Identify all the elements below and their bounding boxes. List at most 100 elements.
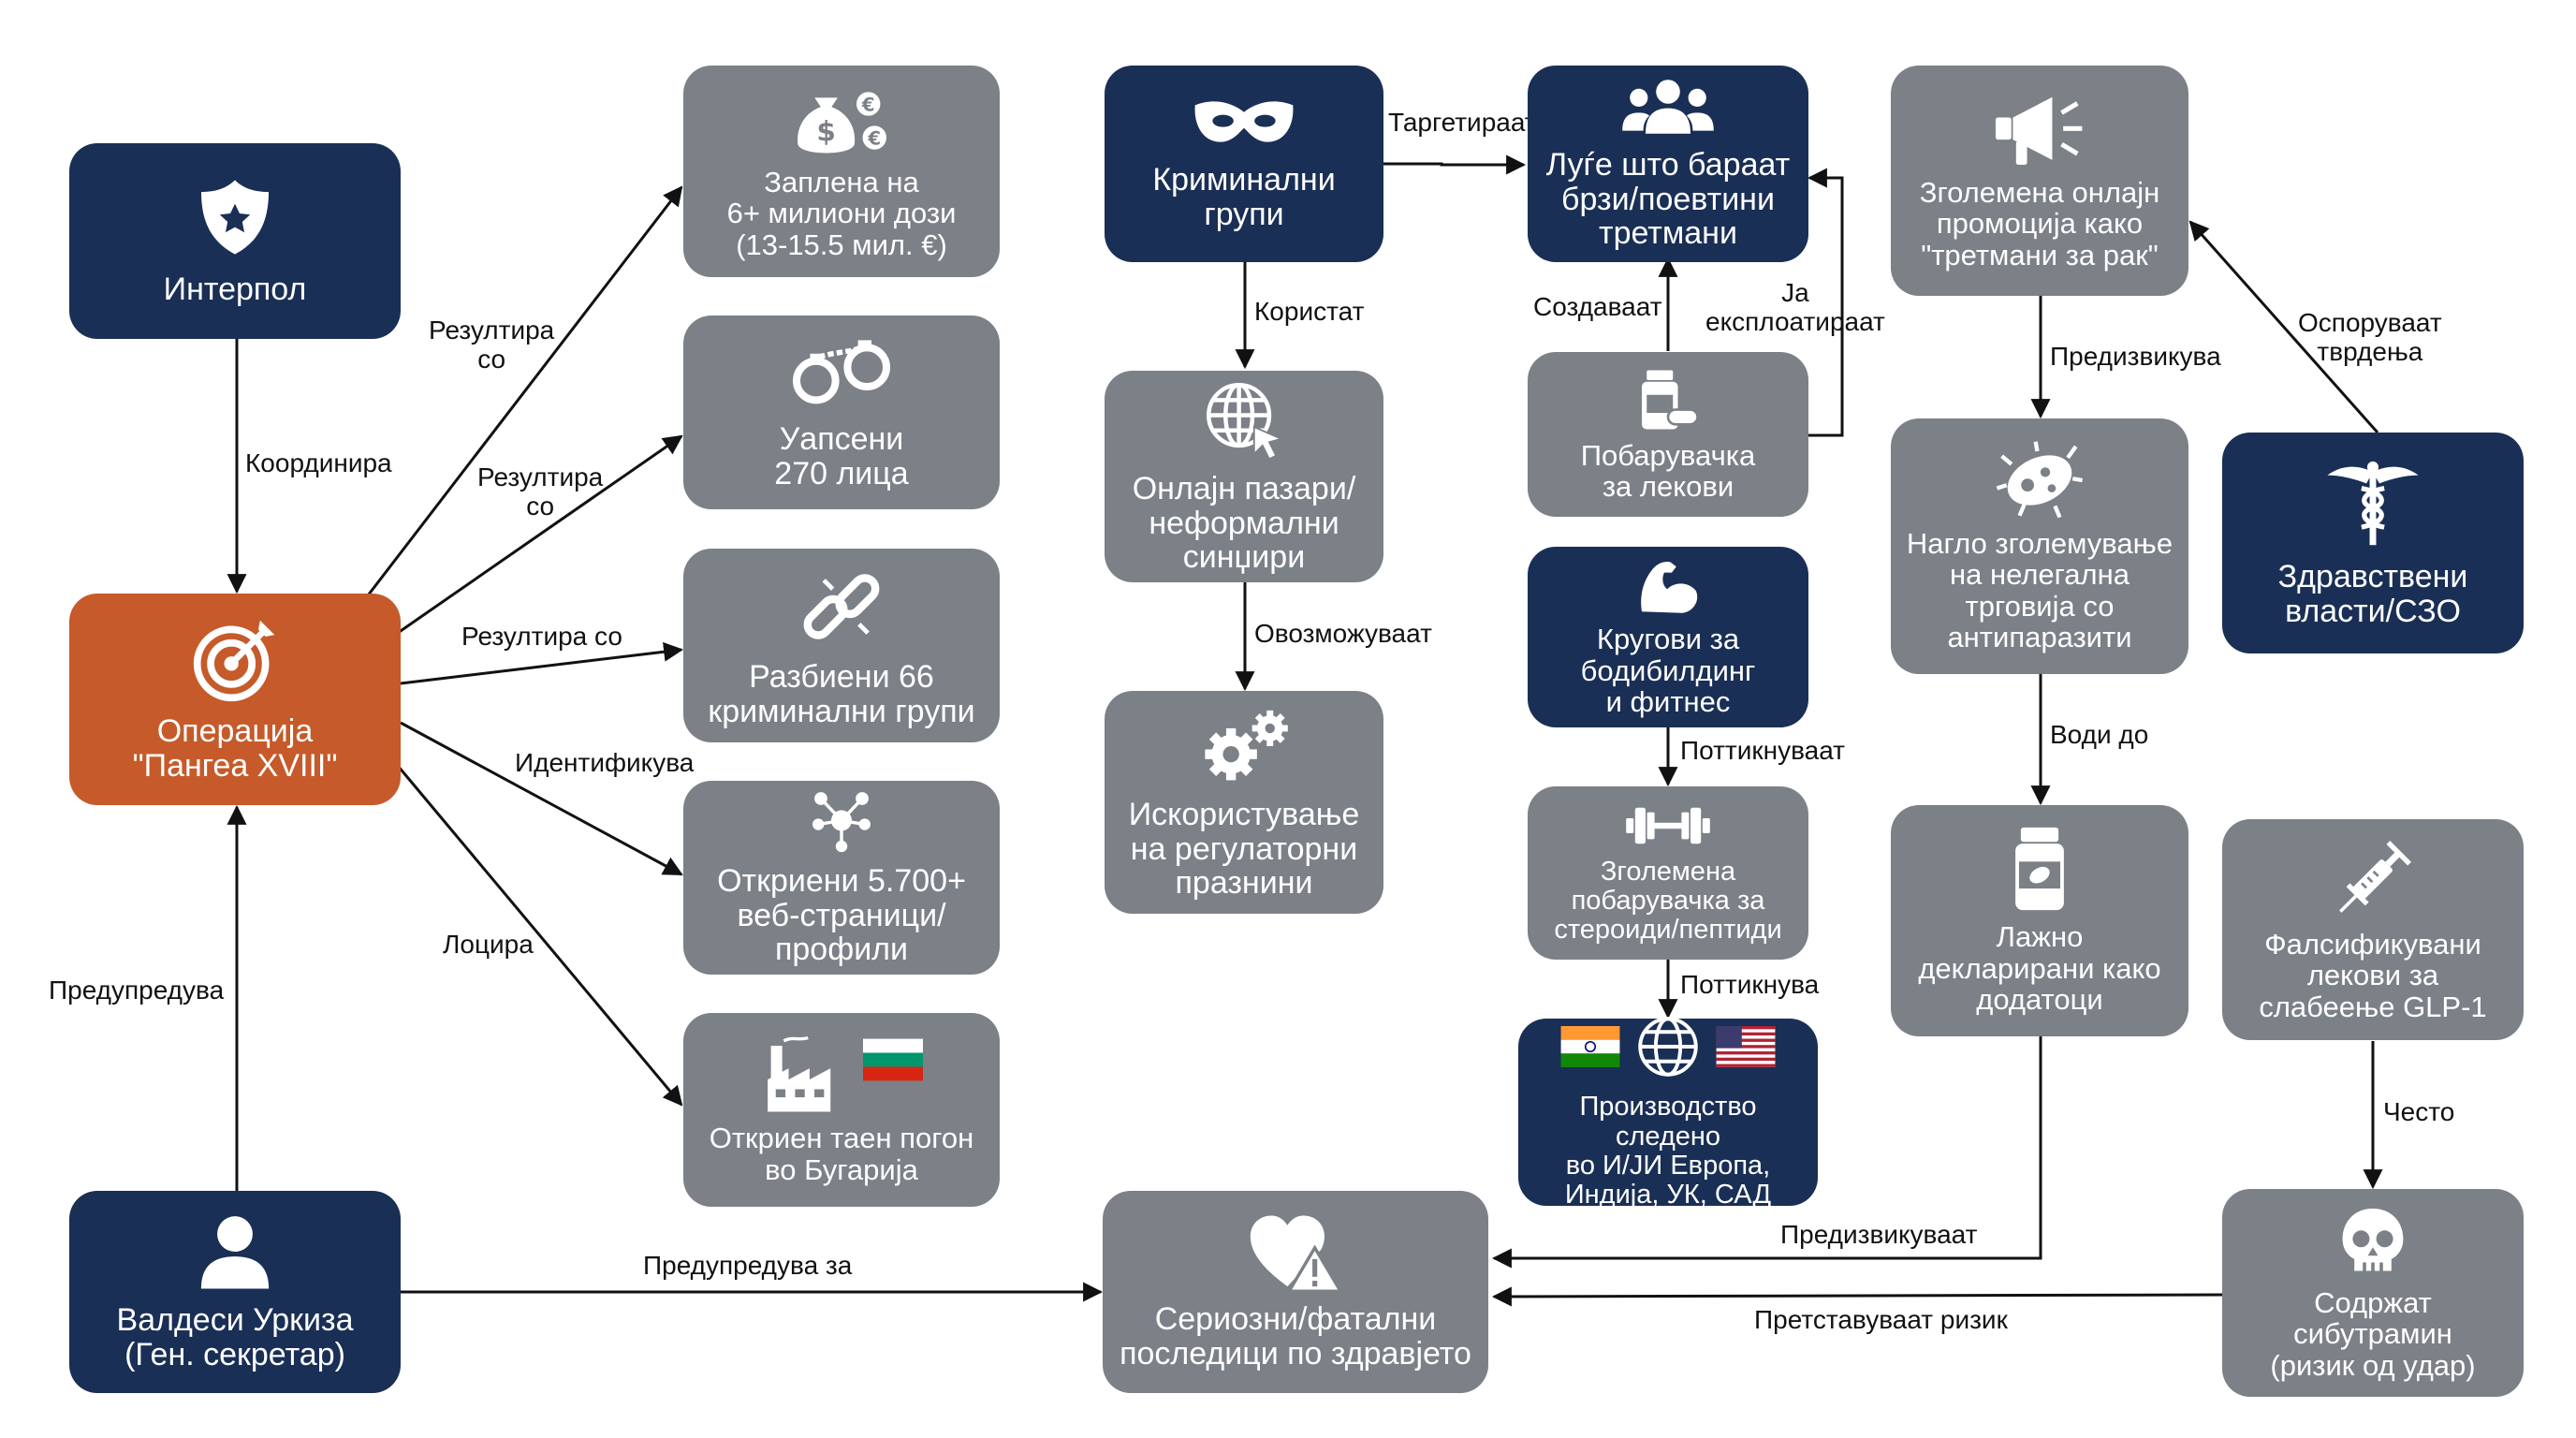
node-label: Заплена на 6+ милиони дози (13-15.5 мил.… bbox=[726, 165, 957, 261]
edge-exploit bbox=[1807, 168, 1844, 437]
globe-icon bbox=[1638, 1017, 1698, 1078]
edge-targets bbox=[1383, 154, 1527, 175]
edge-label-locates: Лоцира bbox=[443, 930, 534, 959]
edge-label-identifies: Идентификува bbox=[515, 748, 695, 777]
edge-label-create: Создаваат bbox=[1533, 292, 1662, 321]
handcuffs-icon bbox=[793, 340, 890, 404]
node-label: Нагло зголемување на нелегална трговија … bbox=[1906, 526, 2174, 653]
node-label: Валдеси Уркиза (Ген. секретар) bbox=[116, 1302, 354, 1372]
medicine-bottle-icon bbox=[1642, 370, 1699, 430]
node-supplements[interactable]: Лажно декларирани како додатоци bbox=[1891, 805, 2188, 1036]
edge-label-pose-risk: Претставуваат ризик bbox=[1754, 1305, 2008, 1334]
edge-label-often: Често bbox=[2383, 1097, 2455, 1126]
node-label: Зголемена онлајн промоција како "третман… bbox=[1919, 175, 2160, 271]
node-label: Онлајн пазари/ неформални синџири bbox=[1132, 470, 1356, 576]
node-label: Луѓе што бараат брзи/поевтини третмани bbox=[1545, 146, 1791, 252]
edge-label-dispute: Оспоруваат тврдења bbox=[2298, 308, 2442, 366]
caduceus-icon bbox=[2327, 462, 2419, 546]
node-label: Разбиени 66 криминални групи bbox=[708, 658, 975, 729]
edge-label-targets: Таргетираат bbox=[1388, 108, 1537, 137]
node-label: Сериозни/фатални последици по здравјето bbox=[1120, 1301, 1471, 1372]
edge-label-causes-1: Предизвикува bbox=[2050, 342, 2221, 371]
people-group-icon bbox=[1622, 80, 1714, 134]
node-arrested[interactable]: Уапсени 270 лица bbox=[683, 315, 1000, 509]
edge-label-results-1: Резултира со bbox=[429, 315, 555, 374]
node-factory[interactable]: Откриен таен погон во Бугарија bbox=[683, 1013, 1000, 1207]
supplement-bottle-icon bbox=[2015, 828, 2064, 911]
heart-warning-icon bbox=[1250, 1215, 1344, 1294]
node-websites[interactable]: Откриени 5.700+ веб-страници/профили bbox=[683, 781, 1000, 975]
node-label: Здравствени власти/СЗО bbox=[2277, 559, 2468, 629]
edge-label-enable: Овозможуваат bbox=[1254, 619, 1432, 648]
broken-chain-icon bbox=[803, 574, 880, 639]
edge-label-drives: Поттикнува bbox=[1680, 970, 1820, 999]
edge-dispute bbox=[2188, 220, 2379, 433]
node-promotion[interactable]: Зголемена онлајн промоција како "третман… bbox=[1891, 66, 2188, 296]
gears-icon bbox=[1205, 710, 1288, 781]
edge-results-1 bbox=[363, 185, 683, 600]
megaphone-icon bbox=[1995, 96, 2083, 165]
node-label: Искористување на регулаторни празнини bbox=[1128, 796, 1360, 902]
node-drug-demand[interactable]: Побарувачка за лекови bbox=[1528, 352, 1808, 517]
node-online-markets[interactable]: Онлајн пазари/ неформални синџири bbox=[1105, 371, 1383, 582]
syringe-icon bbox=[2339, 840, 2411, 913]
node-regulatory-gaps[interactable]: Искористување на регулаторни празнини bbox=[1105, 691, 1383, 914]
node-seizure[interactable]: $ € € Заплена на 6+ милиони дози (13-15.… bbox=[683, 66, 1000, 277]
edge-label-results-3: Резултира со bbox=[461, 622, 622, 651]
person-icon bbox=[200, 1216, 270, 1289]
usa-flag-icon bbox=[1716, 1026, 1776, 1068]
node-criminal-groups[interactable]: Криминални групи bbox=[1105, 66, 1383, 262]
node-label: Уапсени 270 лица bbox=[774, 420, 909, 492]
node-valdesi[interactable]: Валдеси Уркиза (Ген. секретар) bbox=[69, 1191, 401, 1393]
node-label: Кругови за бодибилдинг и фитнес bbox=[1580, 623, 1756, 719]
node-groups-broken[interactable]: Разбиени 66 криминални групи bbox=[683, 549, 1000, 742]
node-label: Операција "Пангеа XVIII" bbox=[132, 713, 338, 784]
edge-label-leads-to: Води до bbox=[2050, 720, 2149, 749]
node-label: Интерпол bbox=[163, 271, 307, 308]
money-bag-icon: $ € € bbox=[798, 89, 889, 154]
node-antiparasitic[interactable]: Нагло зголемување на нелегална трговија … bbox=[1891, 418, 2188, 674]
edge-results-3 bbox=[400, 641, 684, 685]
edge-label-coordinates: Координира bbox=[245, 448, 392, 477]
skull-icon bbox=[2342, 1208, 2404, 1271]
edge-results-2 bbox=[397, 434, 683, 635]
node-health-authorities[interactable]: Здравствени власти/СЗО bbox=[2222, 433, 2524, 653]
node-interpol[interactable]: Интерпол bbox=[69, 143, 401, 339]
node-label: Производство следено во И/ЈИ Европа, Инд… bbox=[1564, 1092, 1772, 1211]
bacteria-icon bbox=[1996, 440, 2083, 518]
edge-identifies bbox=[400, 721, 683, 876]
factory-icon bbox=[768, 1035, 831, 1112]
node-people[interactable]: Луѓе што бараат брзи/поевтини третмани bbox=[1528, 66, 1808, 262]
network-icon bbox=[812, 792, 871, 853]
globe-cursor-icon bbox=[1207, 382, 1284, 461]
edge-label-drive: Поттикнуваат bbox=[1680, 736, 1845, 765]
edge-label-warns-about: Предупредува за bbox=[643, 1251, 853, 1280]
svg-text:$: $ bbox=[816, 115, 836, 147]
edge-locates bbox=[396, 765, 683, 1107]
svg-text:€: € bbox=[861, 94, 875, 115]
node-operation[interactable]: Операција "Пангеа XVIII" bbox=[69, 594, 401, 805]
node-steroids[interactable]: Зголемена побарувачка за стероиди/пептид… bbox=[1528, 786, 1808, 960]
node-label: Криминални групи bbox=[1152, 162, 1336, 232]
node-sibutramine[interactable]: Содржат сибутрамин (ризик од удар) bbox=[2222, 1189, 2524, 1397]
node-glp1[interactable]: Фалсификувани лекови за слабеење GLP-1 bbox=[2222, 819, 2524, 1040]
target-icon bbox=[193, 621, 275, 702]
node-label: Откриени 5.700+ веб-страници/профили bbox=[717, 862, 966, 968]
bulgaria-flag-icon bbox=[863, 1038, 923, 1081]
edge-label-results-2: Резултира со bbox=[477, 462, 604, 521]
node-bodybuilding[interactable]: Кругови за бодибилдинг и фитнес bbox=[1528, 547, 1808, 727]
node-label: Содржат сибутрамин (ризик од удар) bbox=[2270, 1285, 2476, 1382]
police-badge-icon bbox=[201, 180, 269, 255]
node-label: Зголемена побарувачка за стероиди/пептид… bbox=[1554, 856, 1782, 946]
svg-text:€: € bbox=[867, 127, 881, 149]
mask-icon bbox=[1194, 101, 1294, 142]
node-production[interactable]: Производство следено во И/ЈИ Европа, Инд… bbox=[1518, 1017, 1818, 1210]
edge-label-use: Користат bbox=[1254, 297, 1365, 326]
node-label: Фалсификувани лекови за слабеење GLP-1 bbox=[2259, 927, 2487, 1023]
india-flag-icon bbox=[1560, 1026, 1620, 1068]
node-label: Лажно декларирани како додатоци bbox=[1918, 920, 2161, 1017]
node-label: Побарувачка за лекови bbox=[1580, 438, 1756, 503]
node-consequences[interactable]: Сериозни/фатални последици по здравјето bbox=[1103, 1191, 1488, 1393]
edge-label-warns: Предупредува bbox=[49, 976, 225, 1005]
